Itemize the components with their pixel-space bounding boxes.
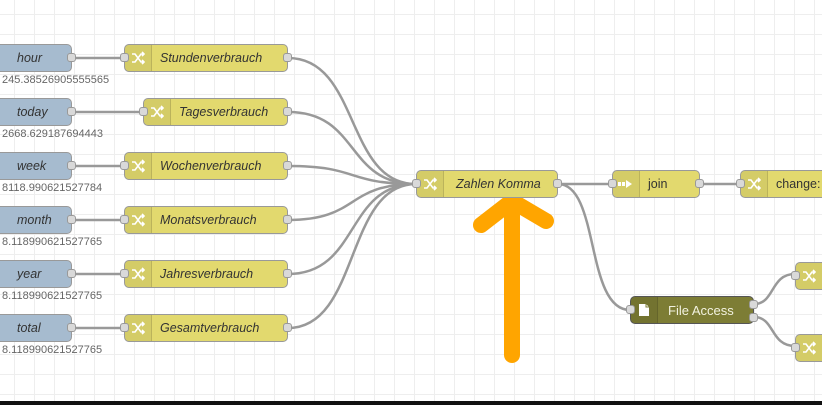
- input-port[interactable]: [412, 179, 421, 188]
- wire: [287, 182, 417, 222]
- input-port[interactable]: [120, 269, 129, 278]
- node-label: Wochenverbrauch: [160, 159, 262, 173]
- node-label: Monatsverbrauch: [160, 213, 257, 227]
- change-node-monatsverbrauch[interactable]: Monatsverbrauch: [120, 206, 292, 234]
- wire: [287, 56, 417, 186]
- shuffle-icon: [125, 207, 152, 233]
- node-label: total: [17, 321, 41, 335]
- node-status: 8.118990621527765: [2, 290, 103, 302]
- node-label: today: [17, 105, 48, 119]
- link-node-total[interactable]: total: [0, 314, 76, 342]
- shuffle-icon: [125, 45, 152, 71]
- output-port-1[interactable]: [749, 300, 758, 309]
- node-label: Zahlen Komma: [456, 177, 541, 191]
- output-port[interactable]: [67, 215, 76, 224]
- change-node-stundenverbrauch[interactable]: Stundenverbrauch: [120, 44, 292, 72]
- join-node[interactable]: join: [608, 170, 704, 198]
- change-node-clipped-2[interactable]: [791, 334, 822, 362]
- output-port[interactable]: [67, 107, 76, 116]
- input-port[interactable]: [791, 271, 800, 280]
- link-node-hour[interactable]: hour: [0, 44, 76, 72]
- output-port[interactable]: [283, 107, 292, 116]
- output-port[interactable]: [553, 179, 562, 188]
- node-label: year: [17, 267, 42, 281]
- join-icon: [613, 171, 640, 197]
- wire: [287, 182, 417, 276]
- link-node-month[interactable]: month: [0, 206, 76, 234]
- change-node-zahlen-komma[interactable]: Zahlen Komma: [412, 170, 562, 198]
- change-node-tagesverbrauch[interactable]: Tagesverbrauch: [139, 98, 292, 126]
- output-port[interactable]: [283, 53, 292, 62]
- output-port[interactable]: [67, 269, 76, 278]
- shuffle-icon: [125, 315, 152, 341]
- output-port[interactable]: [67, 323, 76, 332]
- output-port[interactable]: [283, 161, 292, 170]
- output-port[interactable]: [695, 179, 704, 188]
- change-node-gesamtverbrauch[interactable]: Gesamtverbrauch: [120, 314, 292, 342]
- annotation-arrow: [473, 193, 554, 363]
- node-label: join: [648, 177, 668, 191]
- node-status: 8.118990621527765: [2, 236, 103, 248]
- node-label: week: [17, 159, 47, 173]
- wire: [287, 110, 417, 186]
- shuffle-icon: [796, 335, 822, 361]
- shuffle-icon: [796, 263, 822, 289]
- output-port[interactable]: [67, 53, 76, 62]
- wire: [753, 272, 796, 306]
- change-node-wochenverbrauch[interactable]: Wochenverbrauch: [120, 152, 292, 180]
- shuffle-icon: [144, 99, 171, 125]
- input-port[interactable]: [120, 161, 129, 170]
- node-label: Tagesverbrauch: [179, 105, 269, 119]
- change-node-jahresverbrauch[interactable]: Jahresverbrauch: [120, 260, 292, 288]
- input-port[interactable]: [791, 343, 800, 352]
- output-port[interactable]: [283, 323, 292, 332]
- output-port[interactable]: [283, 269, 292, 278]
- shuffle-icon: [741, 171, 768, 197]
- file-access-node[interactable]: File Access: [626, 296, 758, 324]
- input-port[interactable]: [608, 179, 617, 188]
- bottom-border: [0, 401, 822, 405]
- input-port[interactable]: [736, 179, 745, 188]
- link-node-week[interactable]: week: [0, 152, 76, 180]
- shuffle-icon: [125, 153, 152, 179]
- change-node-right[interactable]: change: 3: [736, 170, 822, 198]
- node-status: 8.118990621527765: [2, 344, 103, 356]
- node-label: month: [17, 213, 52, 227]
- input-port[interactable]: [626, 305, 635, 314]
- shuffle-icon: [125, 261, 152, 287]
- file-icon: [631, 297, 658, 323]
- node-status: 245.38526905555565: [2, 74, 110, 86]
- node-label: Gesamtverbrauch: [160, 321, 260, 335]
- input-port[interactable]: [120, 323, 129, 332]
- node-label: hour: [17, 51, 43, 65]
- wire: [287, 182, 417, 330]
- output-port[interactable]: [67, 161, 76, 170]
- change-node-clipped-1[interactable]: [791, 262, 822, 290]
- node-label: File Access: [668, 302, 734, 318]
- link-node-today[interactable]: today: [0, 98, 76, 126]
- node-label: change: 3: [776, 177, 822, 191]
- node-status: 2668.629187694443: [2, 128, 103, 140]
- output-port[interactable]: [283, 215, 292, 224]
- wire: [753, 315, 796, 348]
- node-status: 8118.990621527784: [2, 182, 103, 194]
- output-port-2[interactable]: [749, 313, 758, 322]
- link-node-year[interactable]: year: [0, 260, 76, 288]
- input-port[interactable]: [139, 107, 148, 116]
- wire: [557, 182, 631, 312]
- wire: [287, 164, 417, 186]
- node-label: Stundenverbrauch: [160, 51, 263, 65]
- input-port[interactable]: [120, 215, 129, 224]
- node-label: Jahresverbrauch: [160, 267, 254, 281]
- shuffle-icon: [417, 171, 444, 197]
- input-port[interactable]: [120, 53, 129, 62]
